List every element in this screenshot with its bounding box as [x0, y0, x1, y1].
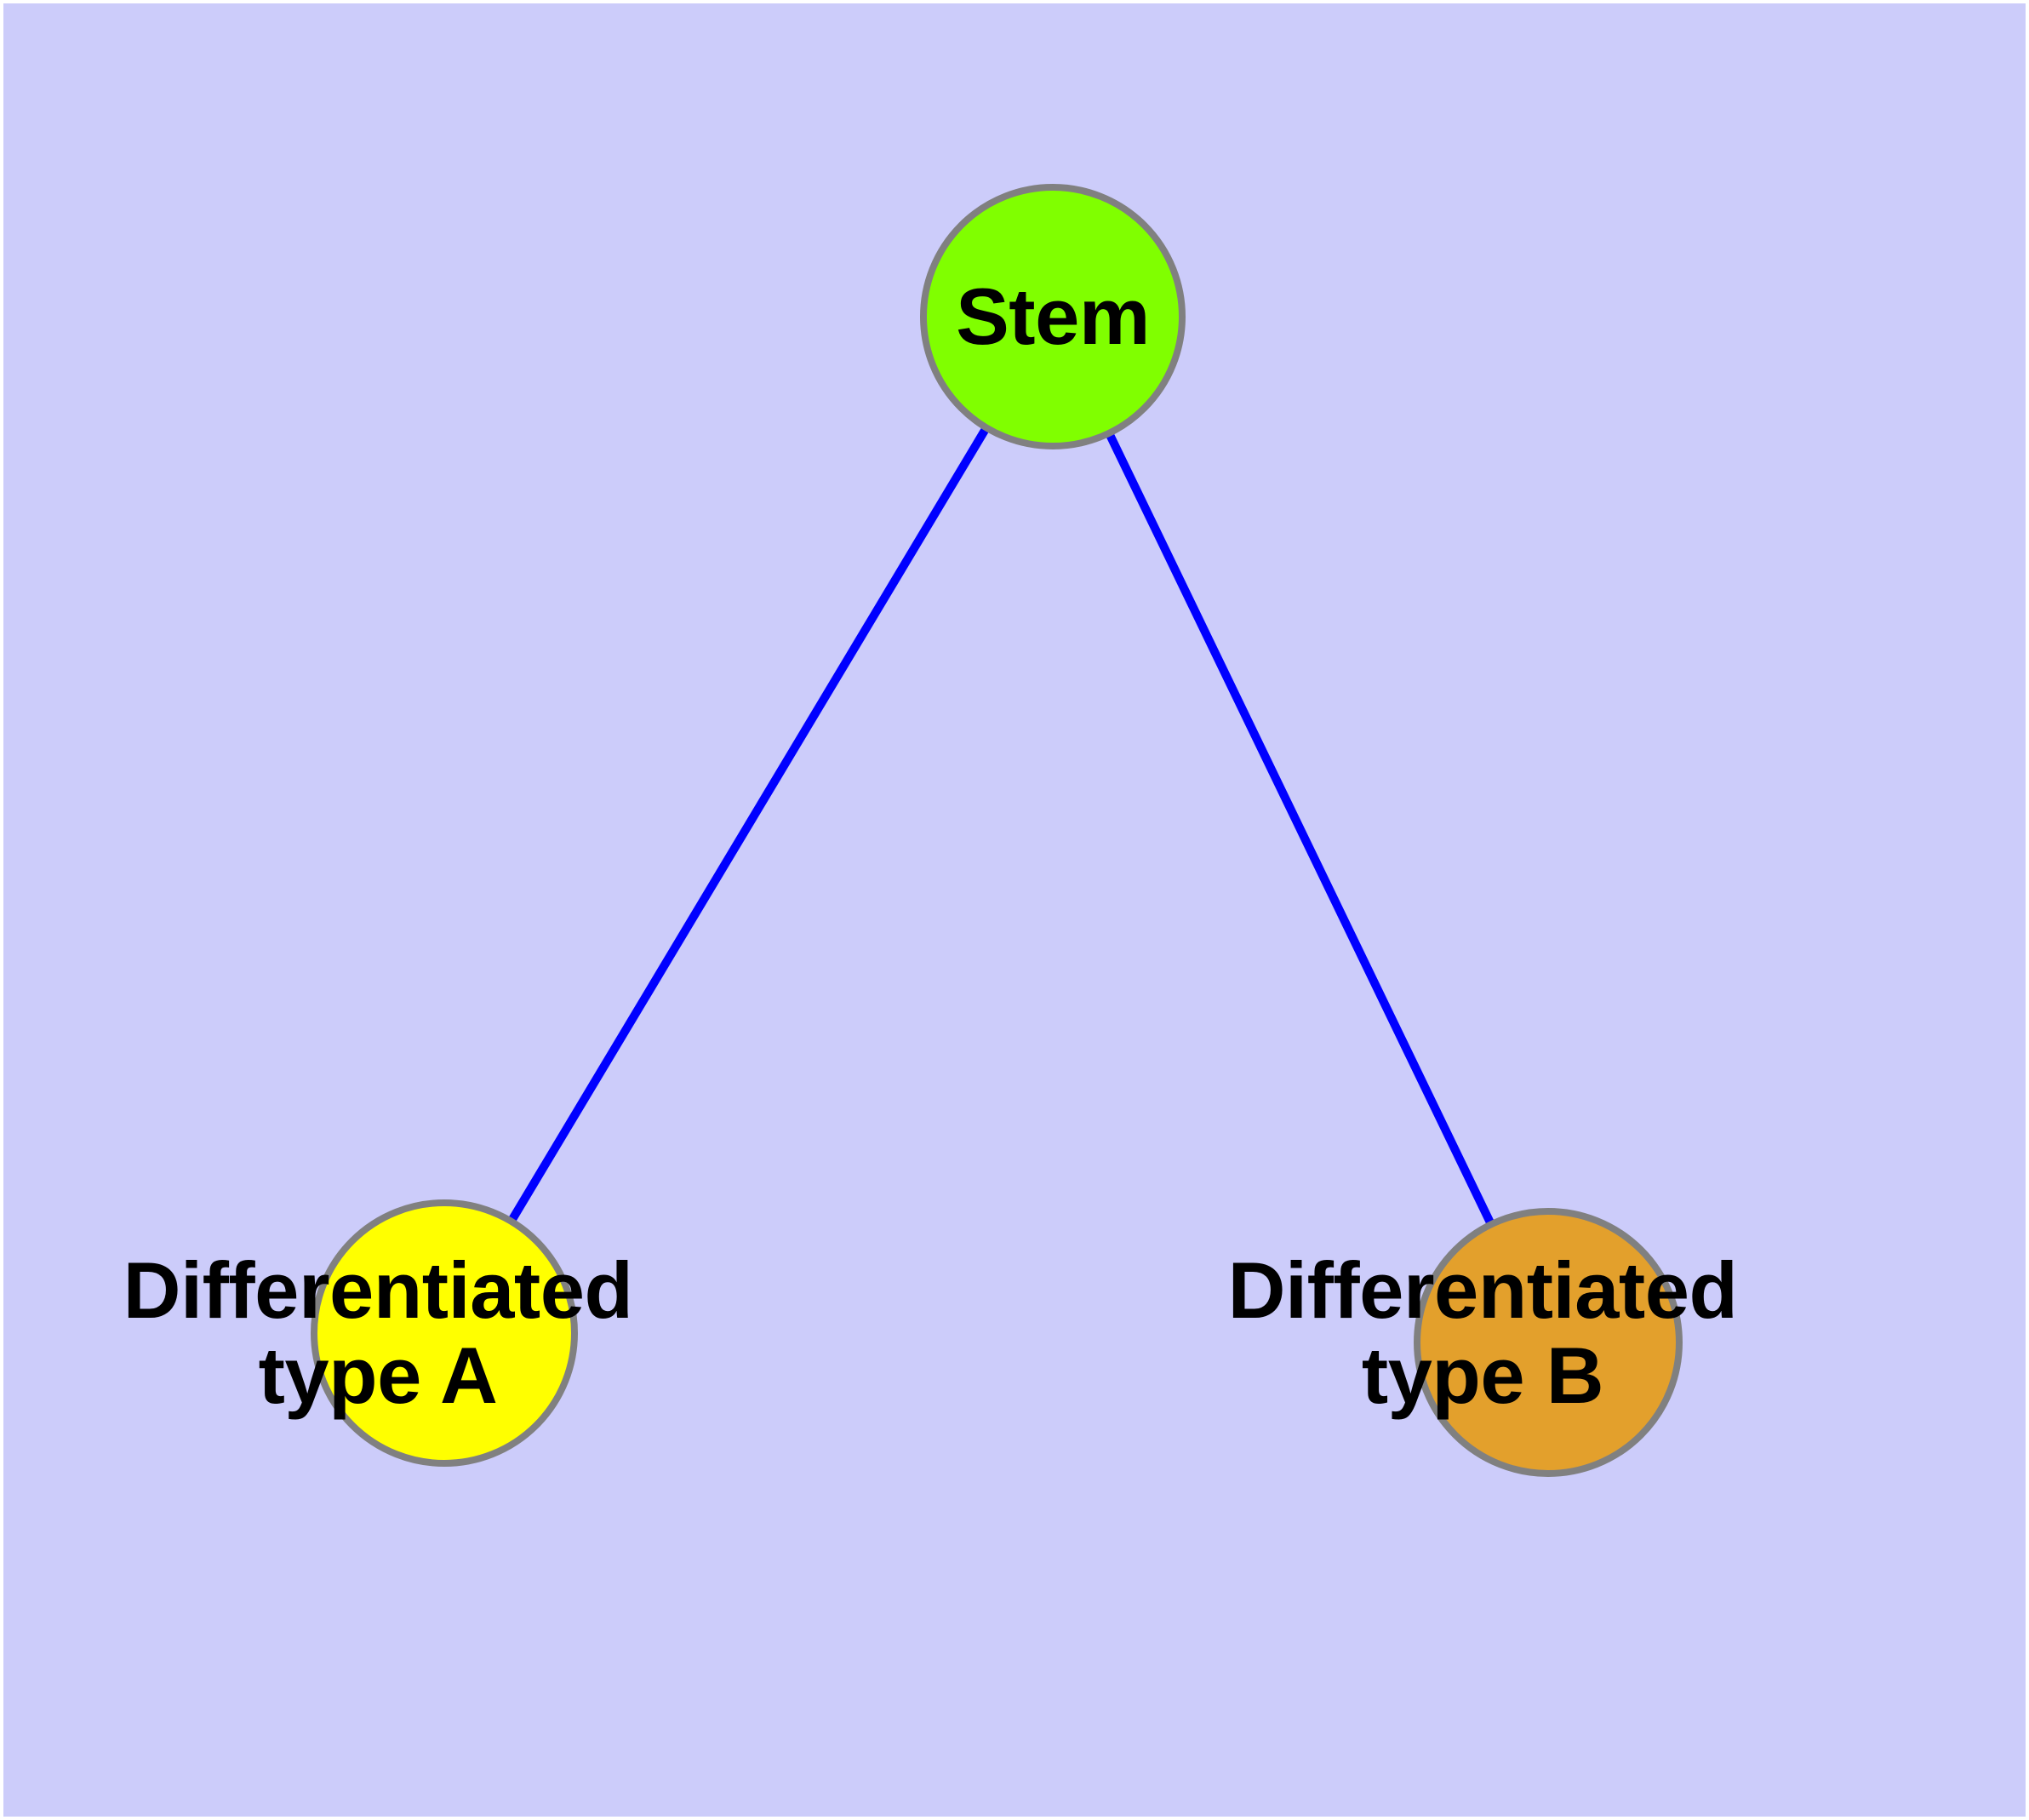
graph-edge-stem-diff_b[interactable]	[1049, 314, 1552, 1345]
graph-node-diff_b[interactable]	[1414, 1208, 1683, 1477]
nodes-group	[311, 184, 1683, 1477]
graph-node-stem[interactable]	[920, 184, 1186, 449]
graph-node-diff_a[interactable]	[311, 1199, 578, 1467]
edges-group	[440, 314, 1552, 1345]
graph-svg	[311, 184, 1683, 1477]
graph-edge-stem-diff_a[interactable]	[440, 314, 1057, 1336]
